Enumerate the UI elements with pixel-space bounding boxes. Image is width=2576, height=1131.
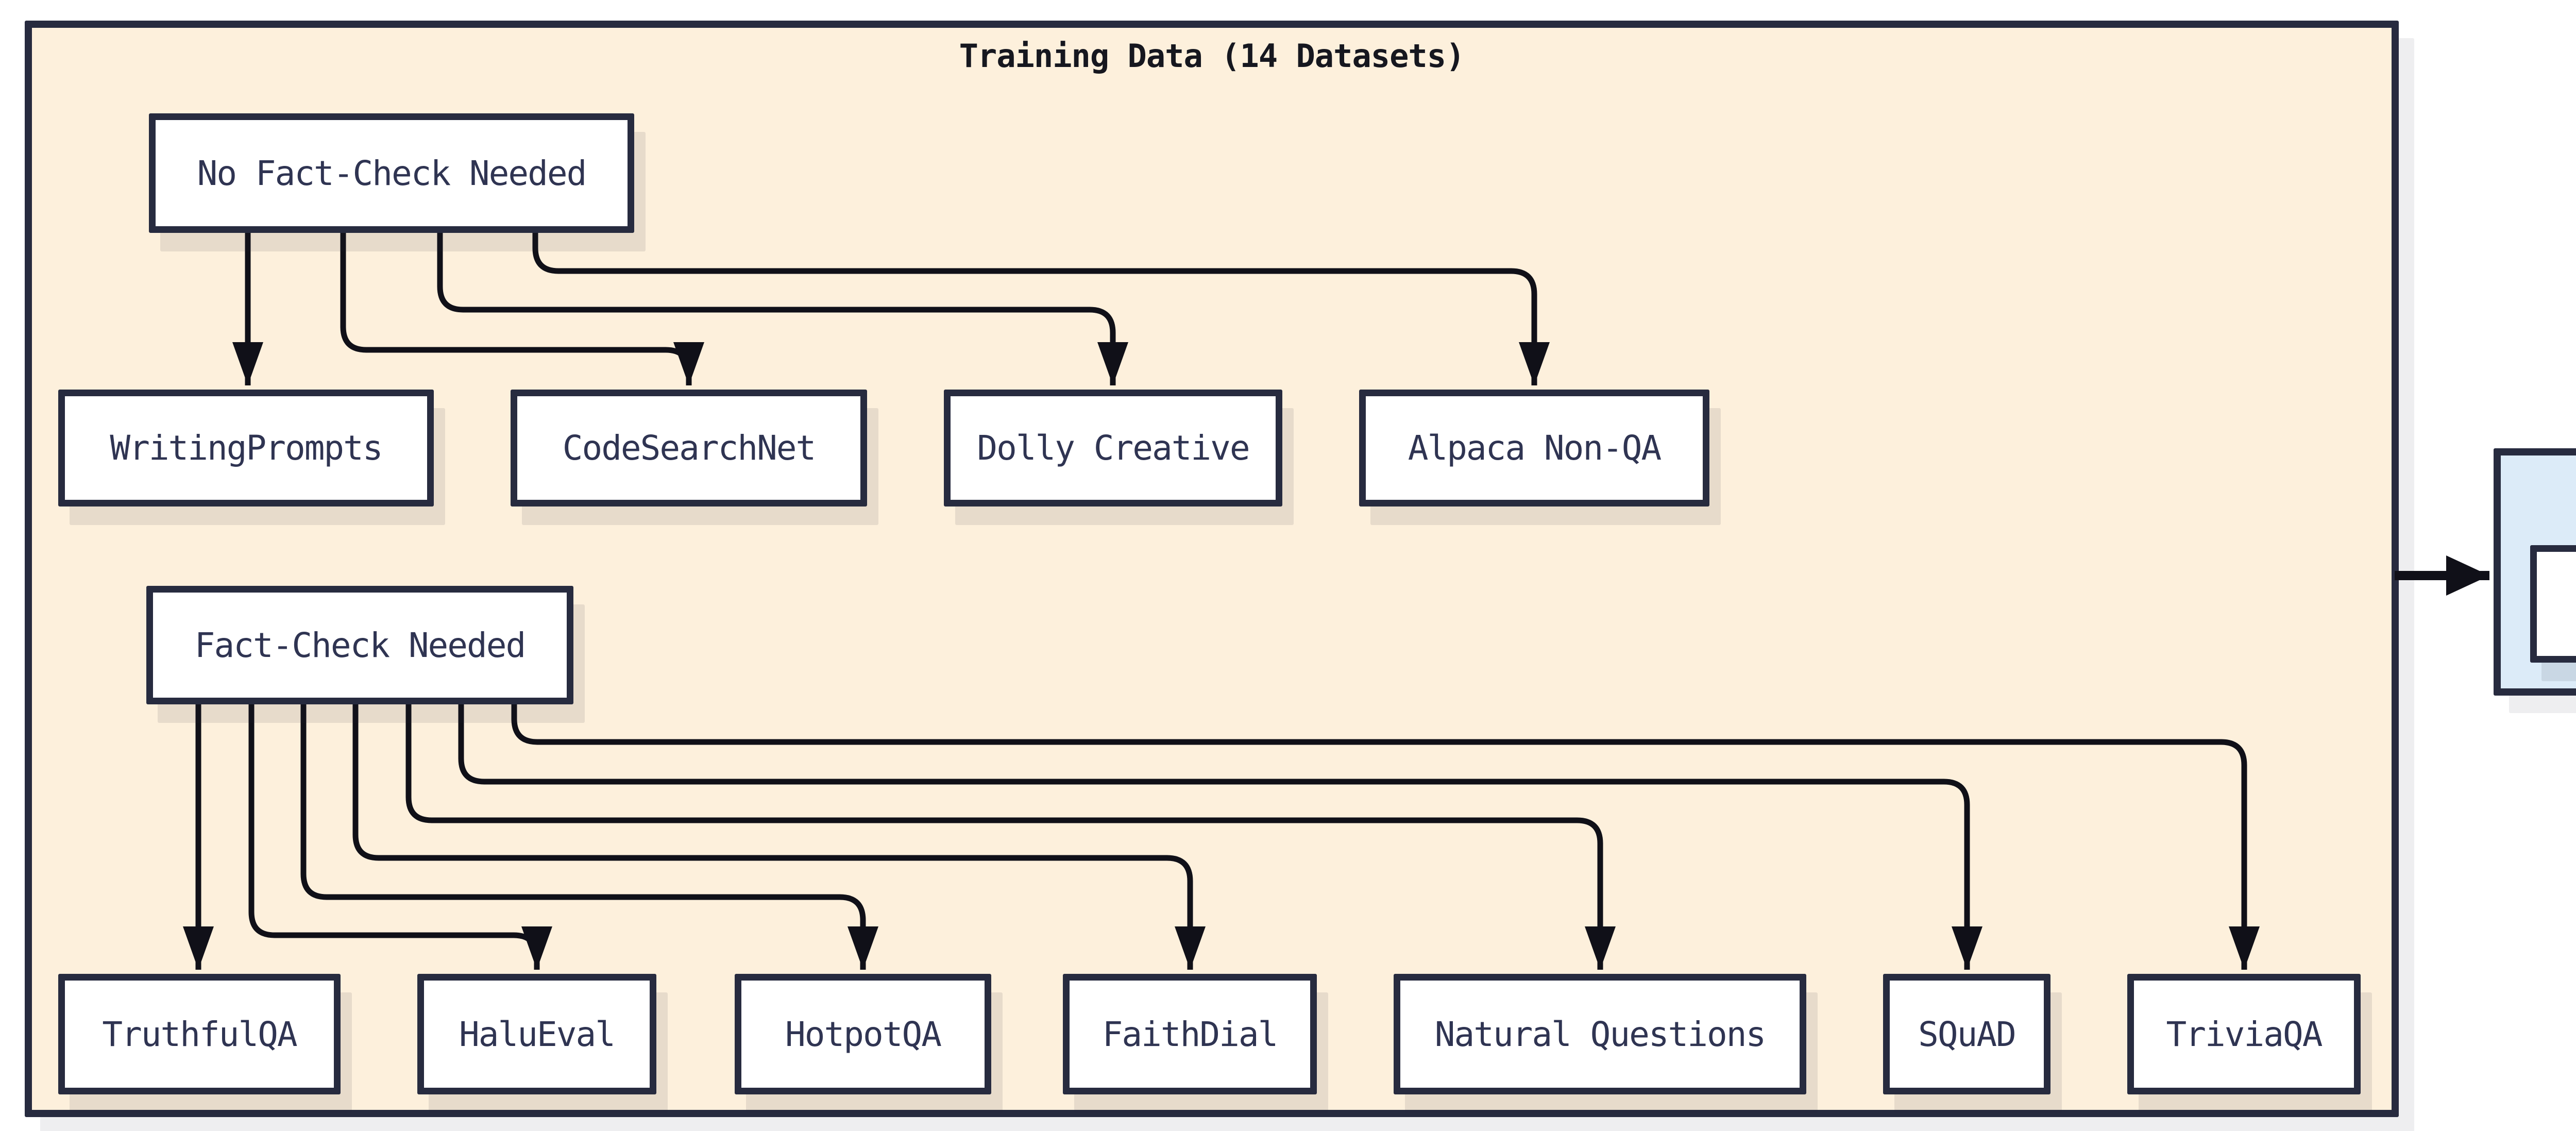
node-dolly-creative: Dolly Creative bbox=[944, 390, 1282, 507]
node-halueval: HaluEval bbox=[417, 974, 656, 1094]
node-triviaqa: TriviaQA bbox=[2127, 974, 2361, 1094]
sentinel-title: HaluGate Sentinel bbox=[2501, 465, 2576, 502]
node-alpaca-non-qa: Alpaca Non-QA bbox=[1359, 390, 1709, 507]
node-no-fact-check: No Fact-Check Needed bbox=[149, 113, 634, 233]
node-squad: SQuAD bbox=[1883, 974, 2050, 1094]
node-faithdial: FaithDial bbox=[1063, 974, 1317, 1094]
node-natural-questions: Natural Questions bbox=[1394, 974, 1806, 1094]
node-fact-check: Fact-Check Needed bbox=[146, 586, 573, 704]
node-modernbert-base: ModernBERT Base bbox=[2530, 545, 2576, 663]
node-truthfulqa: TruthfulQA bbox=[58, 974, 341, 1094]
node-hotpotqa: HotpotQA bbox=[735, 974, 991, 1094]
node-codesearchnet: CodeSearchNet bbox=[511, 390, 867, 507]
training-data-title: Training Data (14 Datasets) bbox=[959, 37, 1465, 75]
node-writingprompts: WritingPrompts bbox=[58, 390, 434, 507]
